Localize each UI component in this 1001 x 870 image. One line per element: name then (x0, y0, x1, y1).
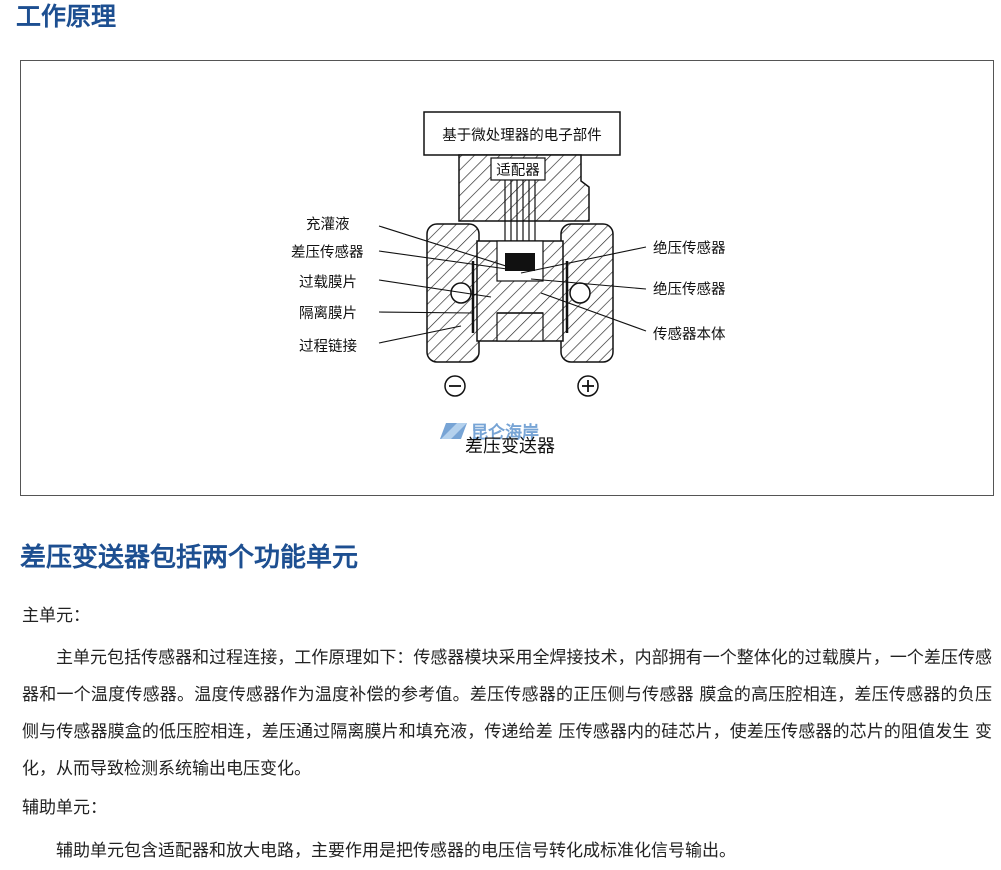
label-overload-diaphragm: 过载膜片 (299, 274, 357, 291)
right-port (569, 282, 591, 304)
label-sensor-body: 传感器本体 (653, 326, 726, 343)
top-box-label: 基于微处理器的电子部件 (442, 127, 602, 144)
left-leaders (378, 225, 510, 344)
minus-symbol-icon (444, 375, 466, 397)
label-dp-sensor: 差压传感器 (291, 244, 364, 261)
watermark-text: 昆仑海岸 (471, 422, 539, 443)
lower-block (496, 312, 544, 342)
aux-unit-heading: 辅助单元： (22, 798, 107, 818)
wires (504, 180, 536, 251)
dp-sensor-chip (505, 253, 535, 271)
label-abs-sensor-2: 绝压传感器 (653, 281, 726, 298)
aux-unit-body: 辅助单元包含适配器和放大电路，主要作用是把传感器的电压信号转化成标准化信号输出。 (56, 841, 736, 861)
plus-symbol-icon (577, 375, 599, 397)
right-leaders (520, 246, 647, 332)
diagram-frame: 基于微处理器的电子部件 适配器 充灌液 差压传感器 过载膜片 隔离膜片 过程链接… (20, 60, 994, 496)
adapter-label-bg (490, 157, 546, 181)
main-unit-body: 主单元包括传感器和过程连接，工作原理如下：传感器模块采用全焊接技术，内部拥有一个… (22, 648, 992, 779)
label-fill-fluid: 充灌液 (306, 216, 350, 233)
label-process-connection: 过程链接 (299, 338, 357, 355)
diagram-caption: 差压变送器 (465, 436, 555, 457)
label-isolation-diaphragm: 隔离膜片 (299, 305, 357, 322)
main-unit-heading: 主单元： (22, 606, 90, 626)
electronics-box (423, 111, 621, 156)
label-abs-sensor-1: 绝压传感器 (653, 240, 726, 257)
watermark-logo: 昆仑海岸 (440, 422, 539, 443)
adapter-label: 适配器 (496, 162, 540, 179)
subtitle: 差压变送器包括两个功能单元 (20, 543, 359, 573)
transmitter-diagram: 基于微处理器的电子部件 适配器 充灌液 差压传感器 过载膜片 隔离膜片 过程链接… (291, 111, 726, 457)
section-title: 工作原理 (16, 2, 117, 31)
